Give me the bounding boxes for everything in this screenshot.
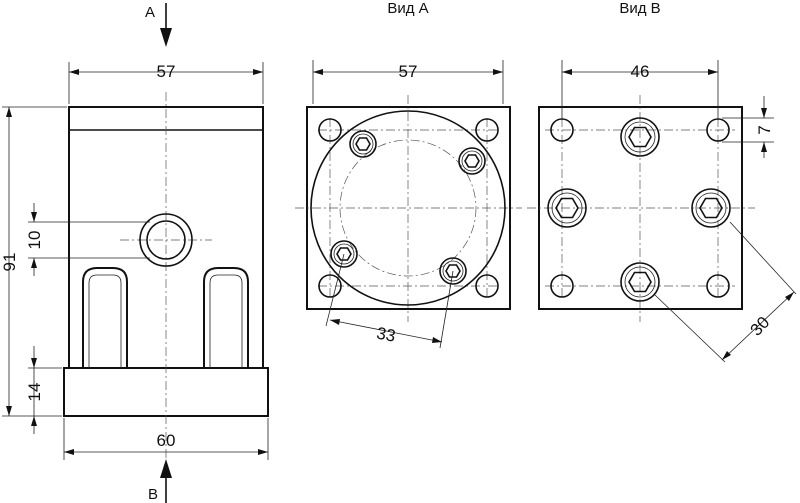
dim-side-width-bottom: 60 [63, 418, 269, 460]
view-b-corner-holes [550, 118, 730, 298]
view-b: Вид B 46 [527, 0, 797, 363]
dim-view-b-offset-label: 7 [755, 125, 774, 134]
dim-side-width-top: 57 [68, 62, 264, 104]
dim-view-a-width-label: 57 [399, 62, 418, 81]
dim-side-width-top-label: 57 [157, 62, 176, 81]
dim-view-b-width-label: 46 [631, 62, 650, 81]
view-a-flange [310, 110, 506, 306]
dim-side-height-label: 91 [0, 253, 19, 272]
view-a-title: Вид A [387, 0, 428, 17]
dim-view-a-bolt-span-label: 33 [375, 323, 397, 345]
dim-base-height-label: 14 [25, 383, 44, 402]
dim-view-a-width: 57 [312, 60, 504, 104]
view-a-corner-holes [318, 118, 499, 298]
dim-view-b-offset: 7 [722, 96, 774, 158]
dim-view-b-diag: 30 [654, 221, 797, 363]
view-arrow-a: A [145, 3, 172, 47]
view-a-bolt [349, 130, 377, 158]
side-slot-right [203, 267, 249, 368]
view-a-bolt [458, 147, 486, 175]
dim-side-width-bottom-label: 60 [157, 431, 176, 450]
dim-base-height: 14 [25, 346, 62, 434]
dim-view-b-width: 46 [561, 60, 719, 118]
side-slot-left [82, 267, 128, 368]
side-port [139, 213, 193, 267]
dim-side-height: 91 [0, 106, 67, 417]
dim-port-offset-label: 10 [25, 231, 44, 250]
view-a: Вид A 57 [295, 0, 522, 349]
view-arrow-b: B [148, 459, 172, 503]
side-view: A 57 [0, 3, 269, 503]
side-base [63, 367, 269, 417]
arrow-b-label: B [148, 486, 158, 503]
dim-port-offset: 10 [25, 203, 150, 276]
dim-view-b-diag-label: 30 [747, 313, 774, 340]
view-b-title: Вид B [619, 0, 660, 17]
dim-view-a-bolt-span: 33 [325, 253, 454, 349]
arrow-a-label: A [145, 4, 155, 21]
